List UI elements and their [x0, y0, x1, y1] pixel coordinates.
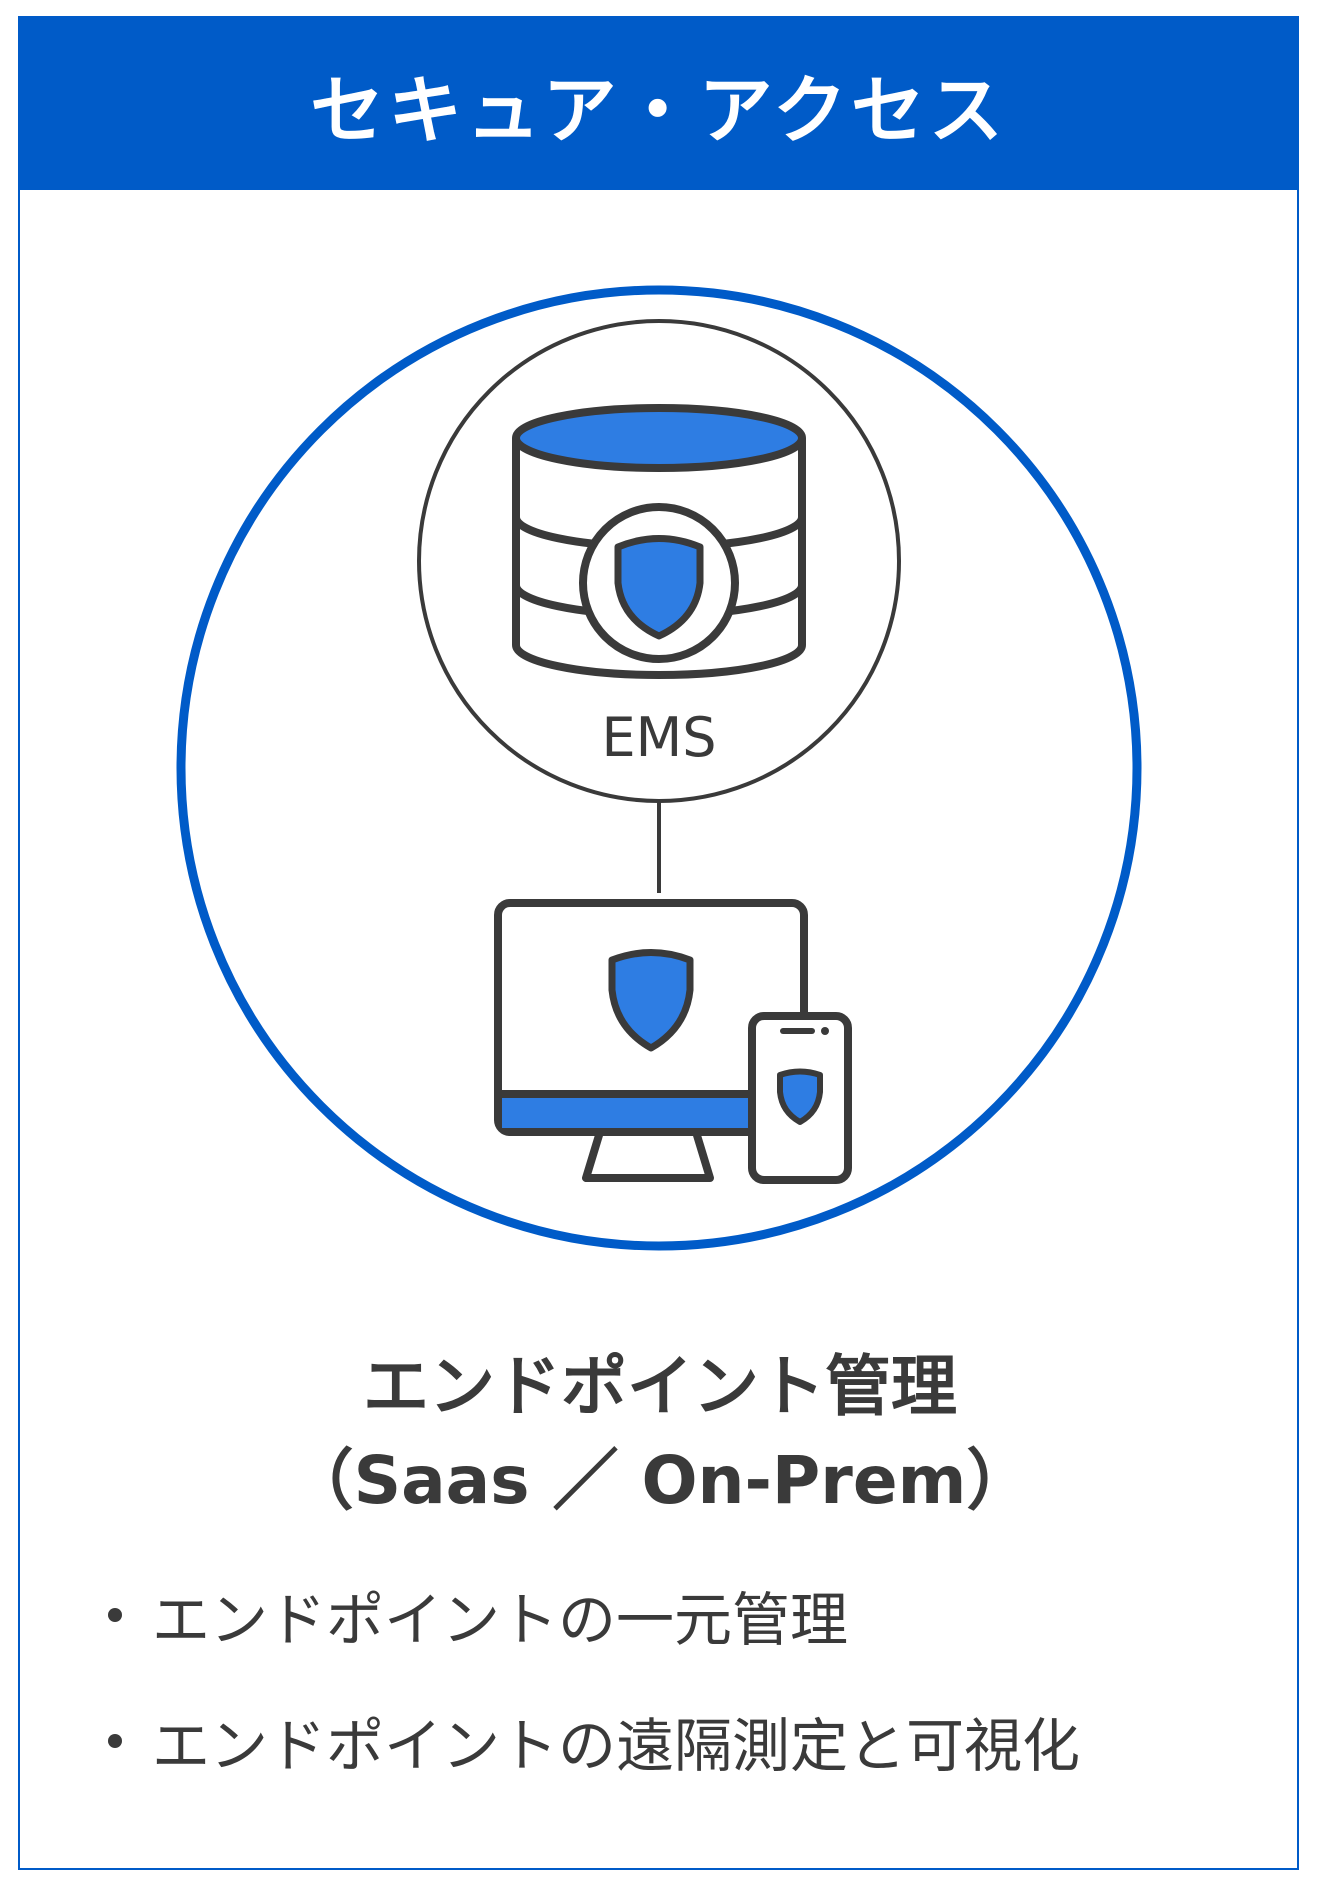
product-subtitle: （Saas ／ On-Prem）	[287, 1442, 1033, 1519]
feature-text: エンドポイントの遠隔測定と可視化	[152, 1712, 1081, 1780]
ems-diagram: EMS	[176, 285, 1142, 1251]
outer-circle	[176, 285, 1142, 1251]
card-header: セキュア・アクセス	[20, 18, 1297, 190]
product-title: エンドポイント管理	[363, 1348, 957, 1425]
bullet-icon	[108, 1608, 122, 1622]
feature-text: エンドポイントの一元管理	[152, 1586, 849, 1654]
card-title: セキュア・アクセス	[310, 67, 1007, 154]
feature-item: エンドポイントの遠隔測定と可視化	[108, 1706, 1080, 1780]
feature-list: エンドポイントの一元管理 エンドポイントの遠隔測定と可視化	[108, 1580, 1080, 1832]
monitor-icon	[494, 899, 808, 1182]
bullet-icon	[108, 1734, 122, 1748]
shield-badge-icon	[579, 503, 739, 663]
feature-item: エンドポイントの一元管理	[108, 1580, 1080, 1654]
phone-icon	[748, 1012, 852, 1184]
ems-label: EMS	[602, 706, 717, 769]
